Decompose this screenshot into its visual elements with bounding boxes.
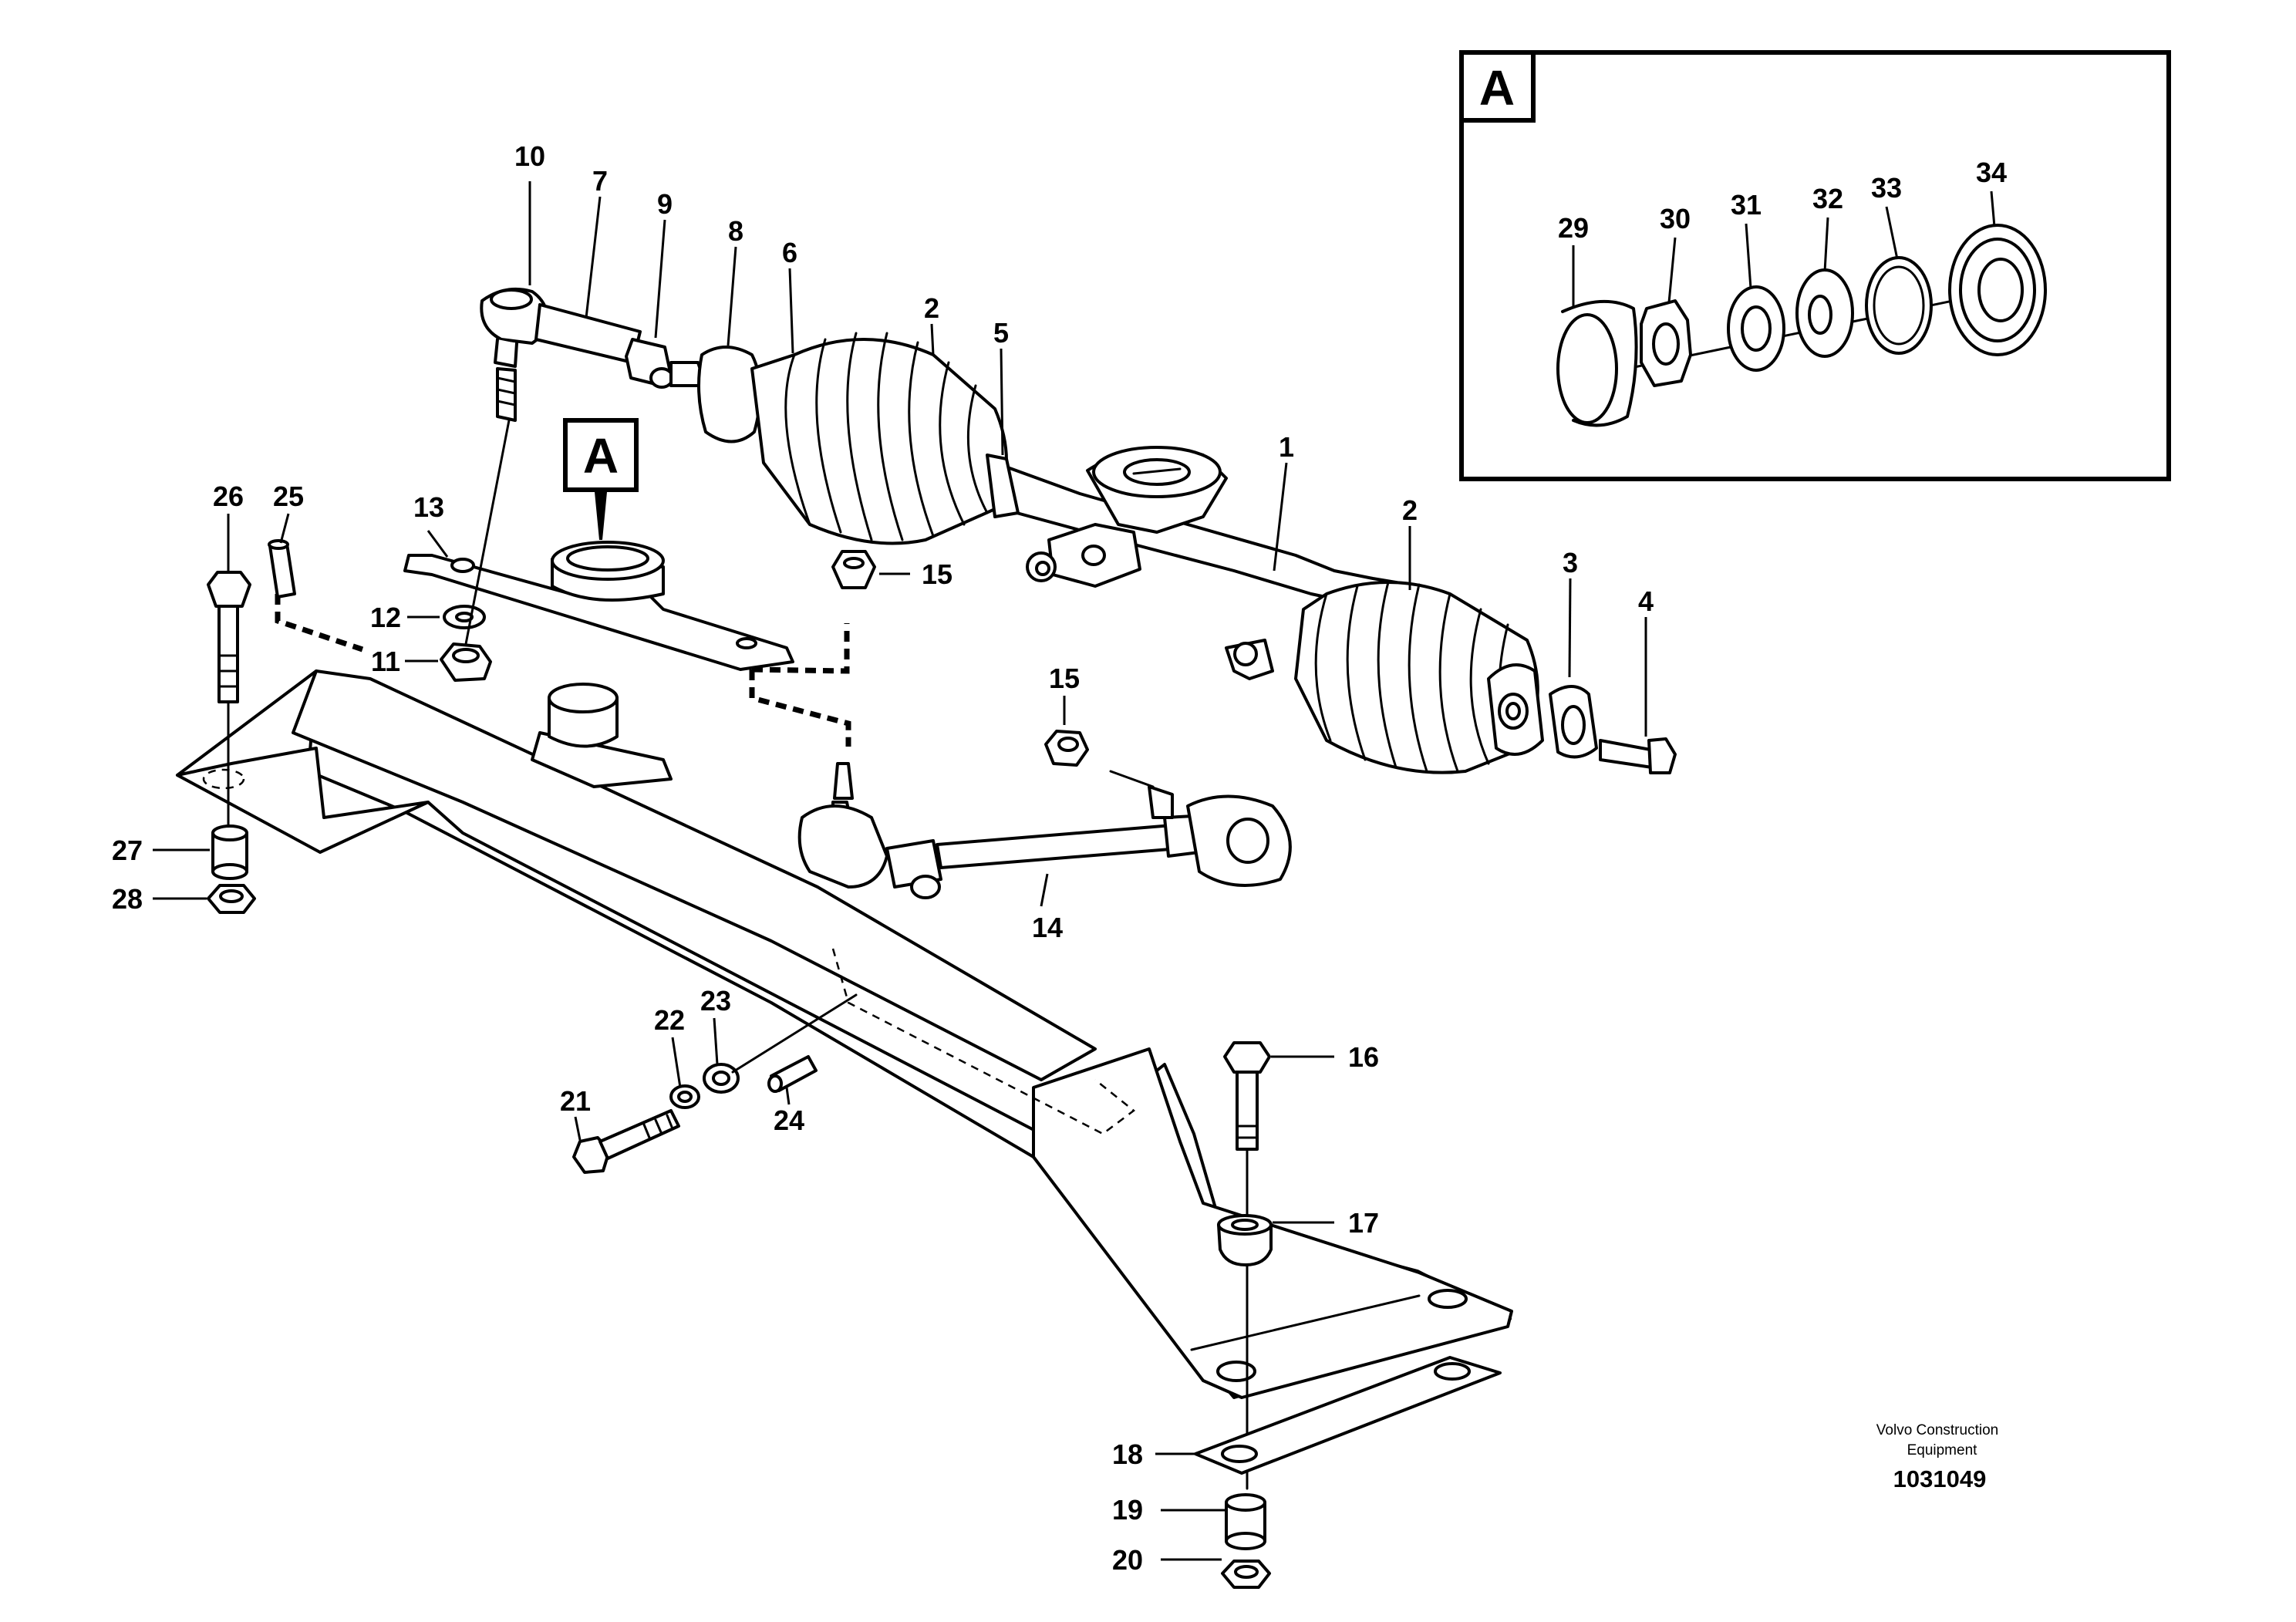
detail-label-33: 33 (1871, 172, 1902, 204)
part-20-nut (1221, 1560, 1271, 1589)
label-23: 23 (700, 985, 731, 1017)
label-2-left: 2 (924, 292, 939, 324)
leader-lines (153, 181, 1647, 1561)
detail-leaders (1572, 191, 1996, 307)
label-12: 12 (370, 602, 401, 633)
label-26: 26 (213, 481, 244, 512)
label-28: 28 (112, 883, 143, 915)
part-4-bolt (1599, 737, 1677, 774)
part-33-snap-ring (1865, 256, 1933, 355)
fasteners (207, 539, 1502, 1589)
align-dash-right (749, 669, 851, 747)
part-23-washer (703, 1063, 740, 1094)
detail-label-34: 34 (1976, 157, 2007, 188)
align-dash-left (275, 594, 364, 653)
part-24-pin (767, 1055, 818, 1093)
part-28-nut (207, 884, 256, 914)
frame-hole-right (1216, 1361, 1256, 1382)
frame-right-foot (1032, 1047, 1513, 1399)
align-dash-middle (751, 623, 850, 674)
detail-letter-box (1459, 50, 1536, 123)
detail-label-30: 30 (1660, 203, 1691, 234)
label-15-lower: 15 (1049, 663, 1080, 694)
part-12-washer (443, 605, 486, 629)
label-13: 13 (413, 491, 444, 523)
detail-frame (1459, 50, 2171, 481)
part-17-bushing (1217, 1214, 1273, 1266)
label-20: 20 (1112, 1544, 1143, 1576)
bolt-axis-21 (731, 993, 858, 1074)
part-27-spacer (211, 824, 248, 880)
part-6-boot-left (750, 332, 1008, 545)
part-1-rack-housing (986, 446, 1421, 680)
part-10-ball-joint (480, 287, 550, 422)
part-29-cap (1556, 300, 1638, 427)
part-7-tie-rod (534, 303, 642, 364)
steering-rack-assembly (403, 287, 1677, 899)
part-34-bearing (1948, 224, 2047, 356)
label-25: 25 (273, 481, 304, 512)
label-16: 16 (1348, 1041, 1379, 1073)
label-11: 11 (371, 646, 400, 677)
part-8-inner-joint (669, 346, 762, 443)
detail-letter: A (1479, 60, 1515, 116)
label-24: 24 (774, 1104, 804, 1136)
detail-label-31: 31 (1731, 189, 1762, 221)
detail-label-29: 29 (1558, 212, 1589, 244)
mounting-frame (176, 594, 1513, 1399)
document-number: 1031049 (1893, 1465, 1987, 1492)
label-1: 1 (1279, 431, 1294, 463)
bolt-axis-10 (464, 419, 511, 646)
label-21: 21 (560, 1085, 591, 1117)
credit-line-1: Volvo Construction (1876, 1422, 1998, 1438)
part-15-nut-lower (1044, 730, 1089, 767)
credit-line-2: Equipment (1907, 1442, 1978, 1458)
label-9: 9 (657, 188, 673, 220)
label-18: 18 (1112, 1438, 1143, 1470)
part-9-jam-nut (625, 338, 674, 389)
label-2-right: 2 (1402, 494, 1418, 526)
label-8: 8 (728, 215, 743, 247)
part-13-bracket (403, 541, 794, 671)
detail-view-a: A (1459, 50, 2171, 481)
frame-foot-edge (1190, 1294, 1421, 1351)
part-26-bolt (207, 571, 251, 703)
label-3: 3 (1563, 547, 1578, 578)
part-18-plate (1194, 1356, 1502, 1475)
part-25-sleeve (268, 539, 296, 599)
part-19-spacer (1225, 1493, 1266, 1550)
label-17: 17 (1348, 1207, 1379, 1239)
part-21-bolt (572, 1109, 680, 1174)
label-22: 22 (654, 1004, 685, 1036)
part-15-nut-upper (831, 550, 876, 589)
part-11-nut (440, 642, 492, 682)
label-5: 5 (993, 317, 1009, 349)
part-30-castle-nut (1640, 299, 1692, 387)
label-7: 7 (592, 165, 608, 197)
callout-a-marker: A (563, 418, 639, 540)
part-22-washer (669, 1084, 700, 1109)
label-6: 6 (782, 237, 797, 268)
frame-mount-boss (531, 683, 673, 788)
part-16-bolt (1223, 1041, 1271, 1151)
label-27: 27 (112, 835, 143, 866)
detail-label-32: 32 (1812, 183, 1843, 214)
svg-text:A: A (583, 428, 619, 484)
label-19: 19 (1112, 1494, 1143, 1526)
label-10: 10 (514, 140, 545, 172)
part-3-end-bushing (1487, 663, 1598, 759)
part-14-tie-rod-right (797, 762, 1292, 899)
frame-hole-left (202, 768, 245, 790)
frame-slot-right (1428, 1289, 1468, 1309)
frame-top-flange (292, 669, 1097, 1081)
part-32-washer (1795, 268, 1854, 358)
label-14: 14 (1032, 912, 1063, 943)
footer-credit: Volvo Construction Equipment 1031049 (1876, 1422, 1998, 1492)
part-labels: 1 2 2 3 4 5 6 7 8 9 10 11 12 13 14 15 15… (112, 140, 1654, 1576)
label-4: 4 (1638, 585, 1654, 617)
label-15-upper: 15 (922, 558, 952, 590)
part-31-lock-washer (1727, 285, 1785, 372)
